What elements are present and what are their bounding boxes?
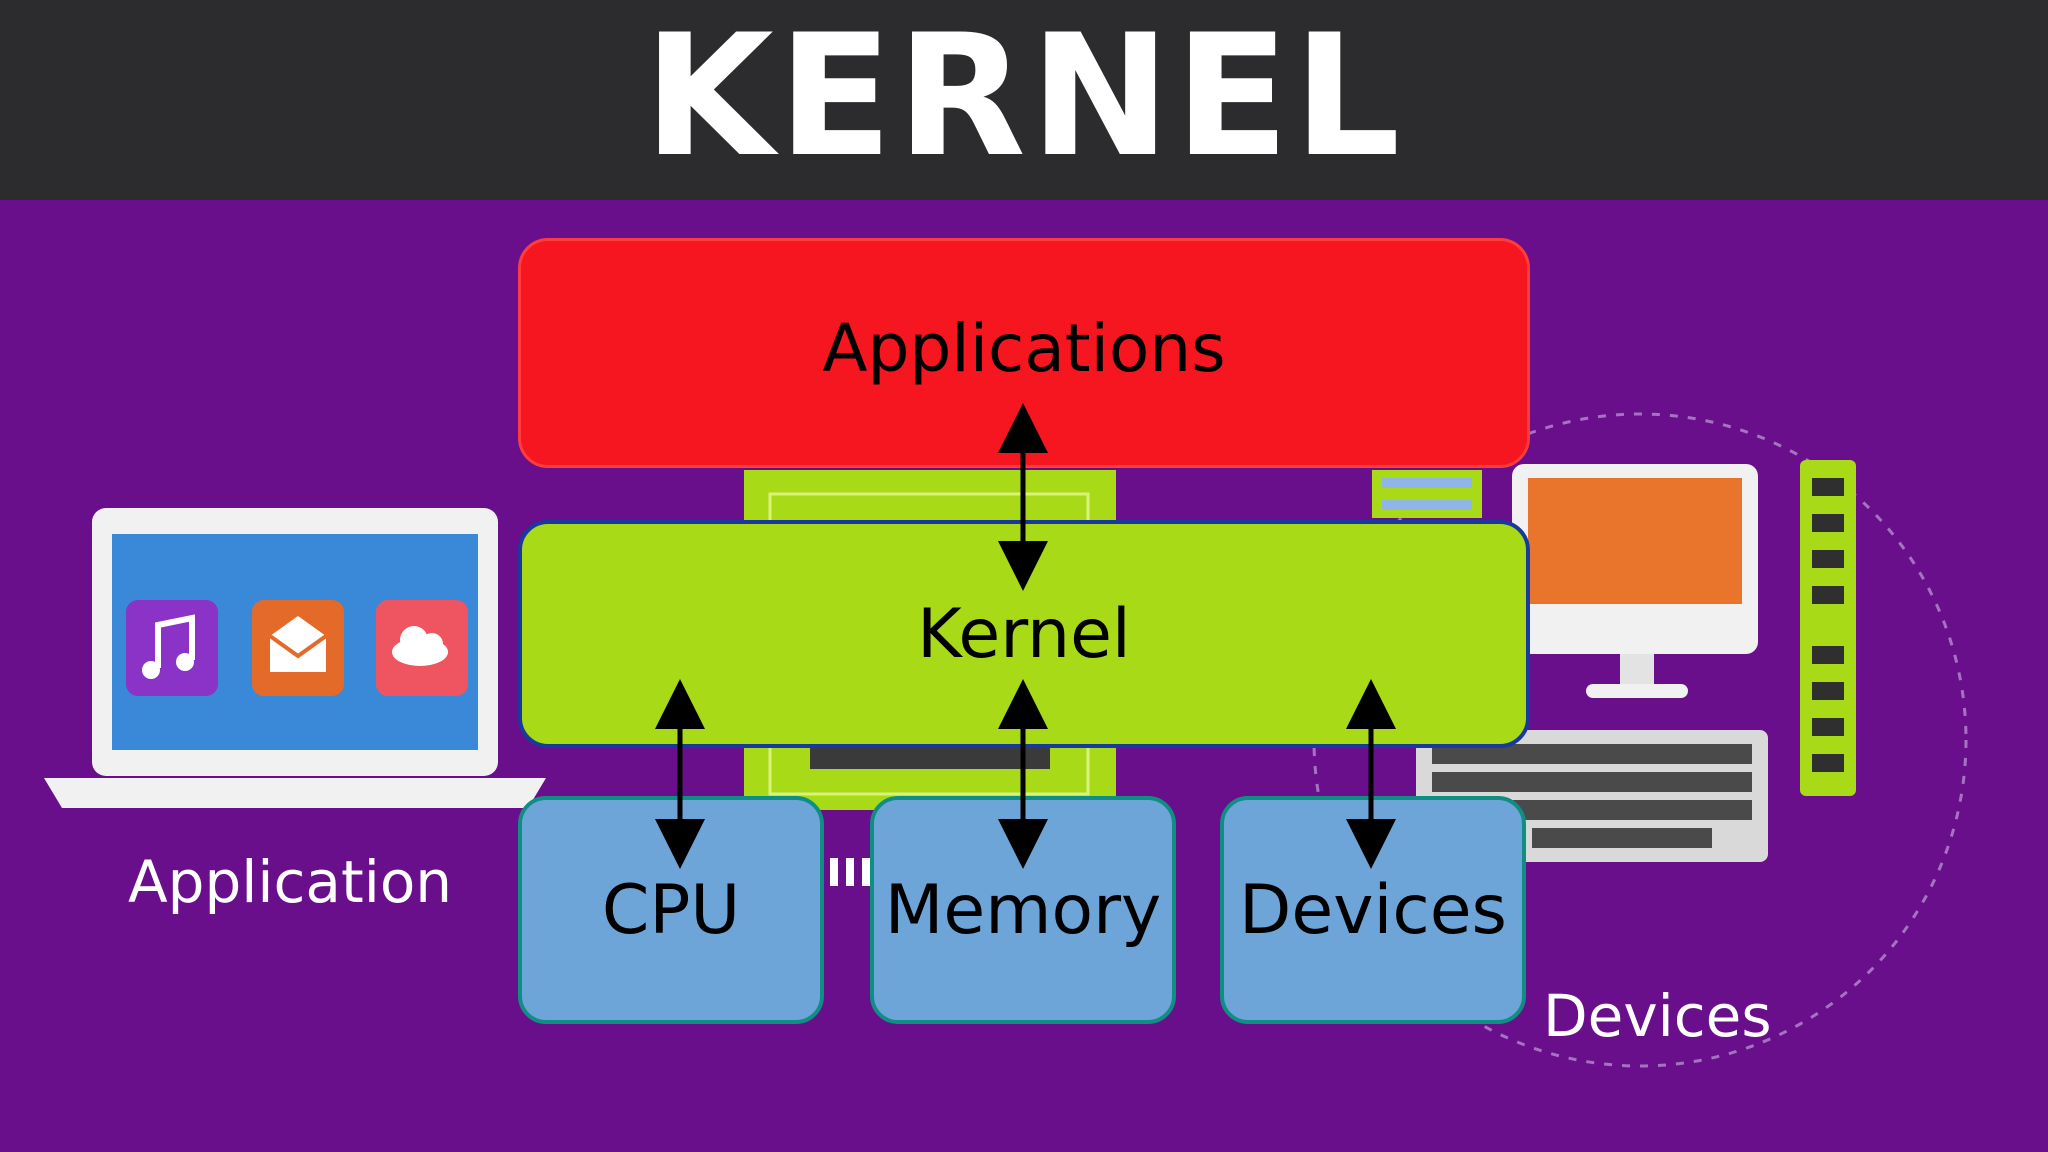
ram-module-icon (1800, 460, 1856, 796)
page-title: KERNEL (643, 0, 1405, 194)
mail-icon (252, 600, 344, 696)
server-strip-icon (1372, 470, 1482, 518)
devices-box-label: Devices (1239, 870, 1507, 950)
desktop-monitor-icon (1512, 464, 1758, 698)
devices-box: Devices (1220, 796, 1526, 1024)
dashed-orbit (1312, 412, 1968, 1068)
laptop-icon (44, 508, 546, 808)
title-bar: KERNEL (0, 0, 2048, 200)
cpu-label: CPU (601, 870, 741, 950)
devices-side-label: Devices (1543, 982, 1772, 1050)
cloud-icon (376, 600, 468, 696)
kernel-layer-label: Kernel (917, 594, 1131, 674)
application-side-label: Application (128, 848, 453, 916)
applications-layer-label: Applications (822, 309, 1226, 387)
memory-label: Memory (884, 870, 1162, 950)
music-note-icon (126, 600, 218, 696)
